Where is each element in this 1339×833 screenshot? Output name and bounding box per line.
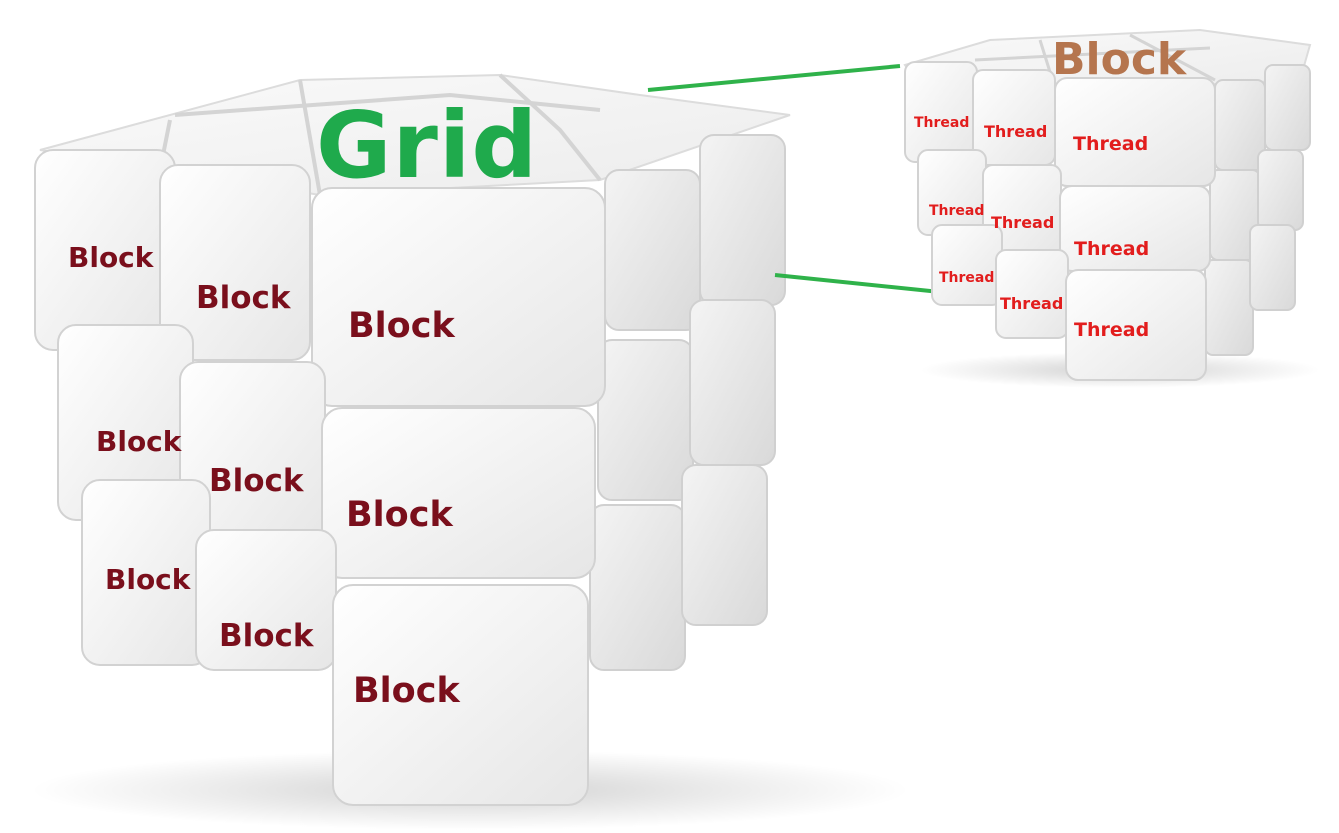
grid-title: Grid (316, 92, 539, 199)
block-thread-label: Thread (991, 213, 1055, 232)
grid-block-label: Block (209, 463, 304, 499)
block-thread-label: Thread (1000, 294, 1064, 313)
block-thread-label: Thread (929, 203, 985, 219)
grid-block-label: Block (68, 241, 154, 274)
grid-block-label: Block (353, 671, 460, 711)
block-thread-label: Thread (1074, 238, 1150, 260)
block-thread-label: Thread (984, 122, 1048, 141)
grid-block-label: Block (348, 306, 455, 346)
grid-block-label: Block (219, 618, 314, 654)
grid-block-label: Block (96, 425, 182, 458)
block-thread-label: Thread (1074, 319, 1150, 341)
grid-cube-front (34, 149, 606, 806)
connector-top (647, 64, 901, 92)
block-cube-side (1204, 64, 1311, 356)
block-cube (903, 28, 1320, 388)
block-thread-label: Thread (914, 115, 970, 131)
grid-cube (30, 73, 910, 830)
block-thread-label: Thread (939, 270, 995, 286)
block-title: Block (1052, 34, 1187, 85)
grid-cube-side (589, 134, 786, 671)
block-cube-front (904, 61, 1216, 381)
connectors (647, 64, 941, 294)
grid-block-label: Block (196, 280, 291, 316)
grid-block-label: Block (105, 563, 191, 596)
block-thread-label: Thread (1073, 133, 1149, 155)
connector-bottom (774, 273, 941, 294)
grid-block-label: Block (346, 495, 453, 535)
